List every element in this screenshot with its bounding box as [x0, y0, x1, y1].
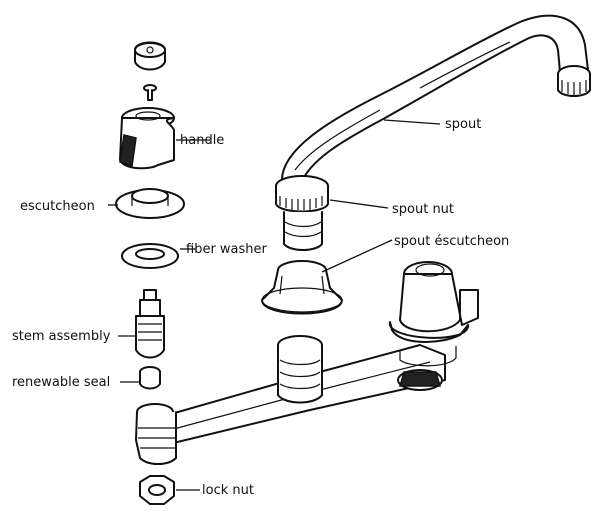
- handle-cap: [134, 41, 166, 71]
- lock-nut-label: lock nut: [202, 483, 254, 498]
- spout-label: spout: [445, 117, 481, 132]
- fiber-washer: [121, 243, 179, 269]
- stem-assembly-label: stem assembly: [12, 329, 111, 344]
- renewable-seal-label: renewable seal: [12, 375, 110, 390]
- escutcheon: [115, 188, 185, 219]
- spout: [280, 14, 591, 186]
- lock-nut: [139, 475, 175, 505]
- handle-label: handle: [180, 133, 224, 148]
- handle: [119, 107, 175, 170]
- spout-nut-leader: [329, 199, 389, 209]
- spout-escutcheon-label: spout éscutcheon: [394, 234, 509, 249]
- escutcheon-label: escutcheon: [20, 199, 95, 214]
- renewable-seal: [139, 366, 161, 390]
- valve-body-left: [135, 403, 177, 465]
- spout-escutcheon: [261, 260, 343, 315]
- spout-nut-label: spout nut: [392, 202, 454, 217]
- faucet-body: [149, 335, 446, 446]
- handle-screw: [143, 84, 157, 101]
- leader-lines: [108, 119, 441, 491]
- spout-nut: [275, 175, 329, 251]
- right-handle: [388, 261, 479, 367]
- spout-escutcheon-leader: [321, 239, 393, 273]
- fiber-washer-label: fiber washer: [186, 242, 268, 257]
- spout-leader: [383, 119, 441, 125]
- stem-assembly: [135, 289, 165, 359]
